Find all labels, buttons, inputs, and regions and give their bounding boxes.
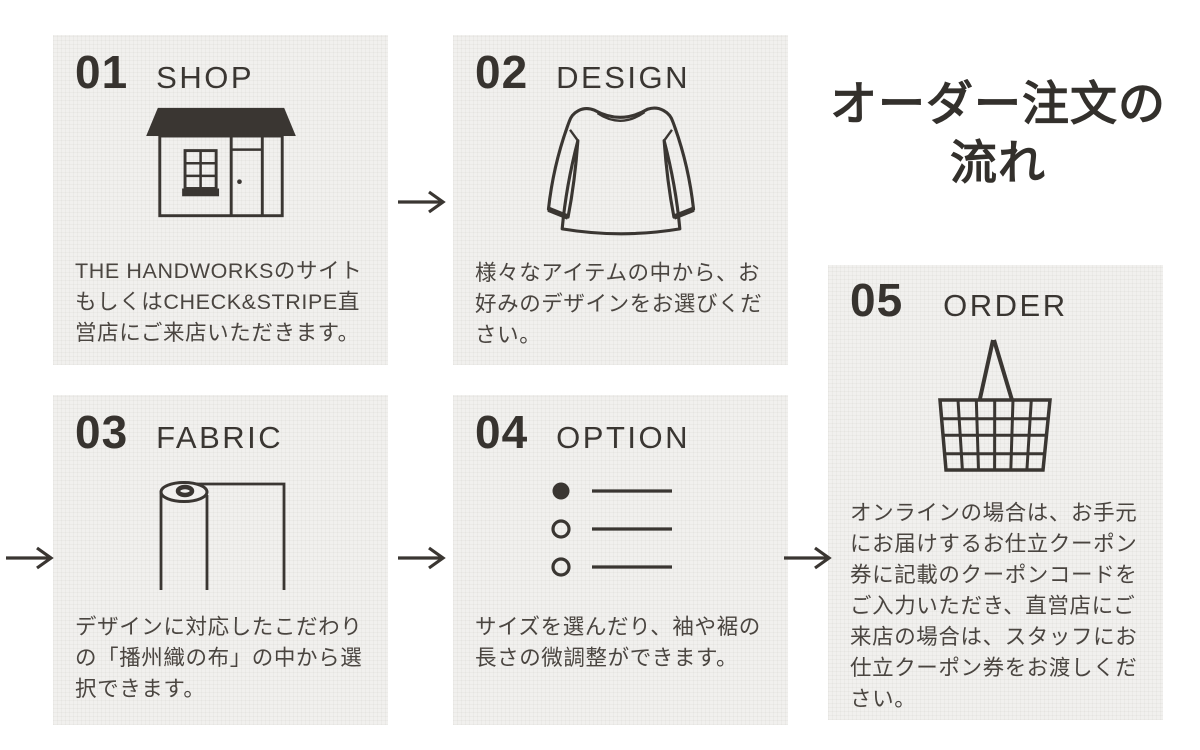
step-header: 05 ORDER <box>828 265 1163 324</box>
step-description: THE HANDWORKSのサイトもしくはCHECK&STRIPE直営店にご来店… <box>75 259 363 345</box>
step-label: DESIGN <box>556 60 691 95</box>
step-panel-option: 04 OPTION サイズを選んだり、袖や裾の長さの微調整ができます。 <box>453 395 788 725</box>
step-description: オンラインの場合は、お手元にお届けするお仕立クーポン券に記載のクーポンコードをご… <box>850 501 1138 711</box>
step-panel-shop: 01 SHOP THE HANDWORKSのサイトもしくはCHECK&STRIP… <box>53 35 388 365</box>
page-title-line-1: オーダー注文の <box>830 77 1166 130</box>
arrow-right-icon <box>398 546 446 570</box>
step-number: 01 <box>75 46 129 98</box>
arrow-right-icon <box>784 546 832 570</box>
step-number: 05 <box>850 274 904 326</box>
step-icon-area <box>828 324 1163 484</box>
step-header: 02 DESIGN <box>453 35 788 96</box>
step-description: デザインに対応したこだわりの「播州織の布」の中から選択できます。 <box>75 615 363 701</box>
step-description: サイズを選んだり、袖や裾の長さの微調整ができます。 <box>475 615 761 670</box>
step-icon-area <box>453 456 788 602</box>
step-number: 03 <box>75 406 129 458</box>
step-header: 04 OPTION <box>453 395 788 456</box>
step-label: FABRIC <box>156 420 284 455</box>
shirt-icon <box>546 106 695 236</box>
basket-icon <box>938 338 1052 472</box>
step-number: 02 <box>475 46 529 98</box>
step-panel-order: 05 ORDER オンラインの場合は、お手元にお届けするお仕立クーポン券に記載の… <box>828 265 1163 720</box>
step-label: OPTION <box>556 420 691 455</box>
page-title: オーダー注文の 流れ <box>808 74 1188 192</box>
step-number: 04 <box>475 406 529 458</box>
step-label: SHOP <box>156 60 255 95</box>
arrow-right-icon <box>398 190 446 214</box>
step-icon-area <box>453 96 788 248</box>
step-description: 様々なアイテムの中から、お好みのデザインをお選びください。 <box>475 261 763 347</box>
page-title-line-2: 流れ <box>950 136 1046 189</box>
step-panel-design: 02 DESIGN 様々なアイテムの中から、お好みのデザインをお選びください。 <box>453 35 788 365</box>
step-icon-area <box>53 96 388 246</box>
fabric-roll-icon <box>159 481 285 590</box>
house-icon <box>145 107 296 218</box>
option-list-icon <box>551 482 672 577</box>
step-label: ORDER <box>943 288 1068 323</box>
arrow-right-icon <box>6 546 54 570</box>
step-header: 01 SHOP <box>53 35 388 96</box>
step-panel-fabric: 03 FABRIC デザインに対応したこだわりの「播州織の布」の中から選択できま… <box>53 395 388 725</box>
step-header: 03 FABRIC <box>53 395 388 456</box>
step-icon-area <box>53 456 388 602</box>
